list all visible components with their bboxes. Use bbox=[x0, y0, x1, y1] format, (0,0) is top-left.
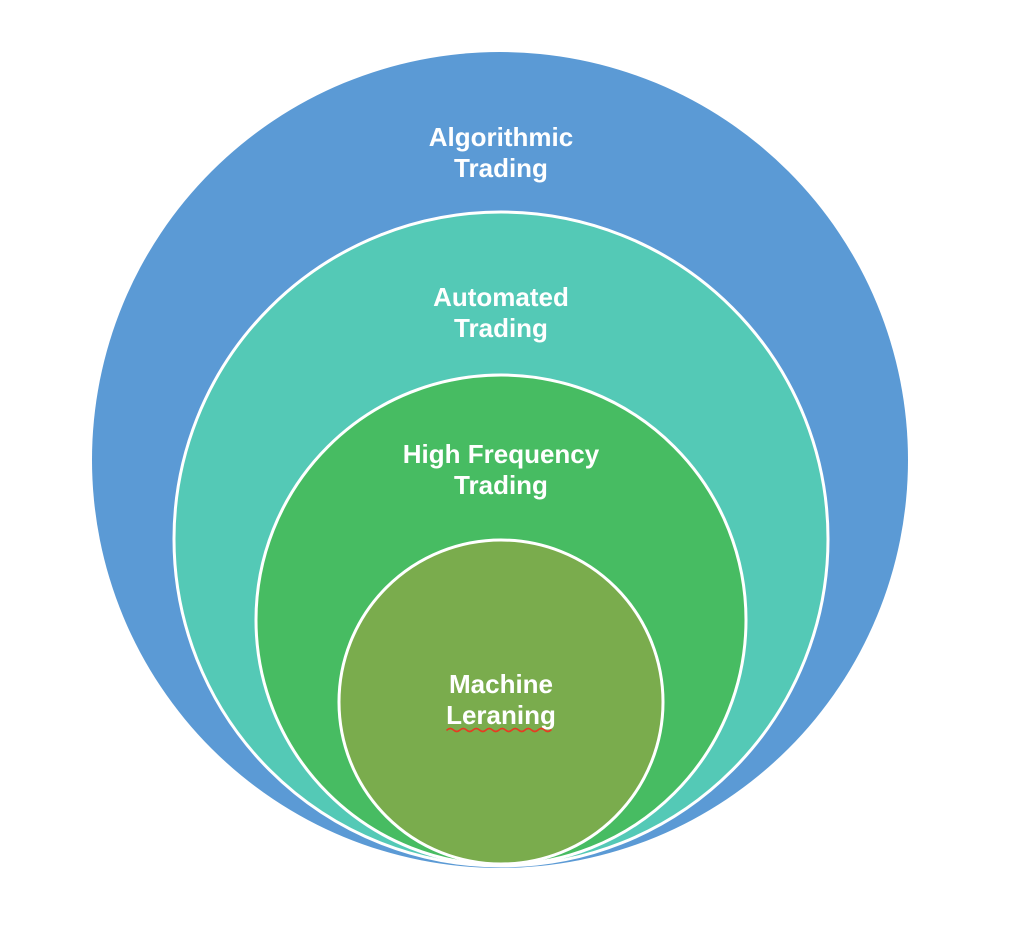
label-automated-trading-line2: Trading bbox=[454, 313, 548, 343]
label-high-frequency-trading-line2: Trading bbox=[454, 470, 548, 500]
label-automated-trading-line1: Automated bbox=[433, 282, 569, 312]
label-algorithmic-trading-line1: Algorithmic bbox=[429, 122, 573, 152]
spellcheck-underline bbox=[446, 727, 552, 733]
circle-machine-learning bbox=[337, 538, 665, 866]
label-high-frequency-trading-line1: High Frequency bbox=[403, 439, 600, 469]
label-algorithmic-trading-line2: Trading bbox=[454, 153, 548, 183]
label-machine-learning-line1: Machine bbox=[449, 669, 553, 699]
label-machine-learning-line2: Leraning bbox=[446, 700, 556, 730]
